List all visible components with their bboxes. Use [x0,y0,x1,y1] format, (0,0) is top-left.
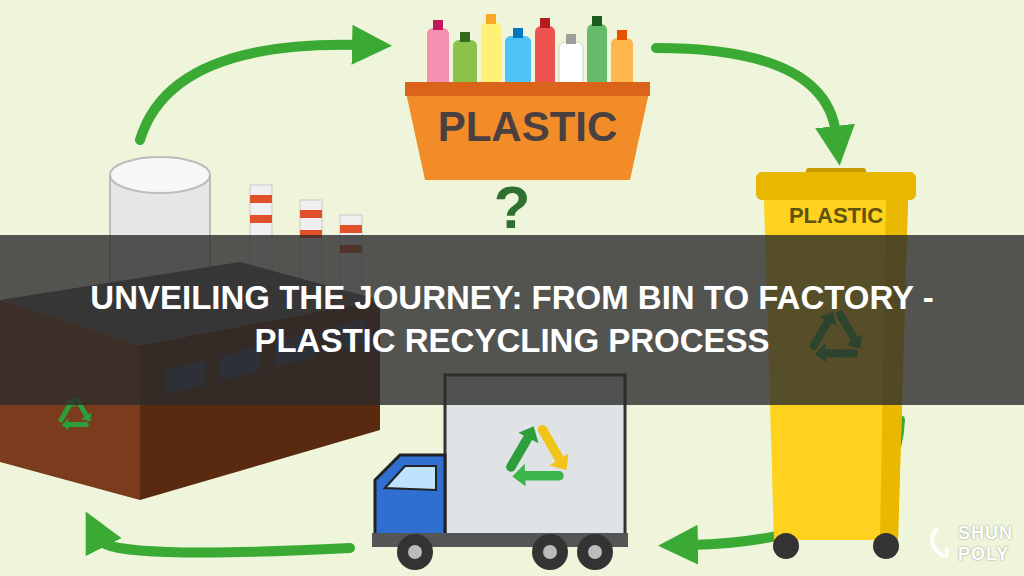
title-band [0,235,1024,405]
watermark: POLY [958,545,1009,563]
question-mark: ? [494,178,531,238]
cycle-arrow [656,48,836,134]
title-text: UNVEILING THE JOURNEY: FROM BIN TO FACTO… [22,235,1002,405]
plastic-crate [405,18,650,182]
watermark: SHUN [958,524,1013,542]
bin-node: PLASTIC [405,18,650,182]
bin-label: PLASTIC [789,205,883,227]
bin-label: PLASTIC [438,106,618,148]
watermark-logo [932,528,947,556]
